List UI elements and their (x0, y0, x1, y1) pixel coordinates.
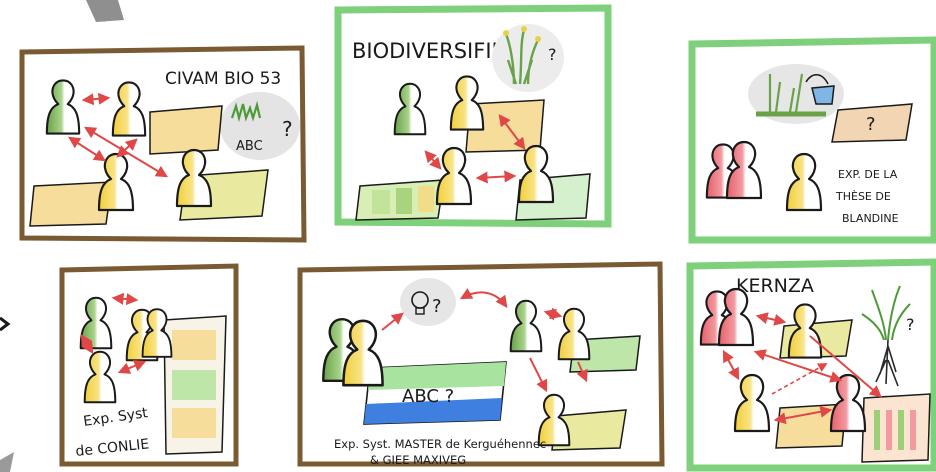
link-arrow (773, 405, 833, 425)
thought-cloud (220, 92, 300, 160)
panel-biodiversifie: BIODIVERSIFIÉ ? (334, 4, 612, 228)
panel-title: CIVAM BIO 53 (165, 69, 281, 89)
edge-arrow-icon (0, 316, 11, 332)
thought-cloud (492, 24, 564, 92)
panel-these-blandine: ? EXP. DE LA THÈSE DE BLANDINE (688, 36, 936, 244)
question-mark: ? (548, 45, 557, 64)
link-arrow (498, 114, 526, 150)
panel-civam-bio53: CIVAM BIO 53 ABC ? (19, 45, 307, 243)
link-arrow (81, 92, 111, 106)
link-arrow (722, 349, 740, 381)
field-card (149, 105, 223, 155)
caption-line-1: Exp. Syst. MASTER de Kerguéhennec (334, 437, 546, 451)
link-arrow (475, 170, 517, 184)
link-arrow (755, 312, 787, 326)
link-arrow (117, 360, 147, 374)
field-card (861, 393, 931, 463)
panel-master-maxiveg: ? ABC ? Exp. Syst. MASTER de Kerguéhenne… (297, 261, 665, 467)
link-arrow (381, 312, 404, 331)
roots-icon (875, 339, 899, 387)
caption-line-2: & GIEE MAXIVEG (370, 453, 466, 467)
question-mark: ? (906, 315, 915, 334)
plant-icon (861, 285, 911, 341)
link-arrow (529, 357, 548, 393)
grass-icon (230, 100, 262, 123)
field-card (29, 181, 113, 227)
link-arrow (116, 138, 138, 158)
caption-line-2: de CONLIE (75, 436, 150, 460)
panel-conlie: Exp. Syst de CONLIE (59, 263, 239, 467)
caption-line-3: BLANDINE (842, 212, 899, 225)
link-arrow (111, 292, 139, 306)
link-arrow (771, 363, 828, 395)
watering-can-icon (811, 85, 835, 105)
link-arrow (576, 361, 588, 383)
link-arrow (459, 288, 508, 308)
panel-kernza: KERNZA ? (686, 258, 936, 472)
panel-title: KERNZA (736, 275, 814, 297)
thought-cloud (748, 64, 844, 124)
link-arrow (80, 333, 94, 355)
caption-line-2: THÈSE DE (835, 190, 891, 203)
link-arrow (543, 307, 563, 321)
grey-arrow-shape (86, 0, 124, 22)
link-arrow (809, 335, 882, 398)
edge-grey-arrow-icon (0, 452, 14, 472)
plant-icon (768, 73, 804, 113)
link-arrow (424, 150, 442, 170)
question-mark: ? (432, 296, 442, 317)
caption-line-1: EXP. DE LA (838, 168, 898, 181)
field-card (831, 103, 913, 143)
question-mark: ? (866, 114, 876, 135)
link-arrow (753, 349, 843, 383)
panel-title: BIODIVERSIFIÉ (352, 38, 505, 63)
cloud-note: ABC (236, 139, 263, 154)
field-note: ABC ? (402, 386, 454, 407)
plant-icon (504, 29, 540, 85)
question-mark: ? (282, 117, 293, 141)
